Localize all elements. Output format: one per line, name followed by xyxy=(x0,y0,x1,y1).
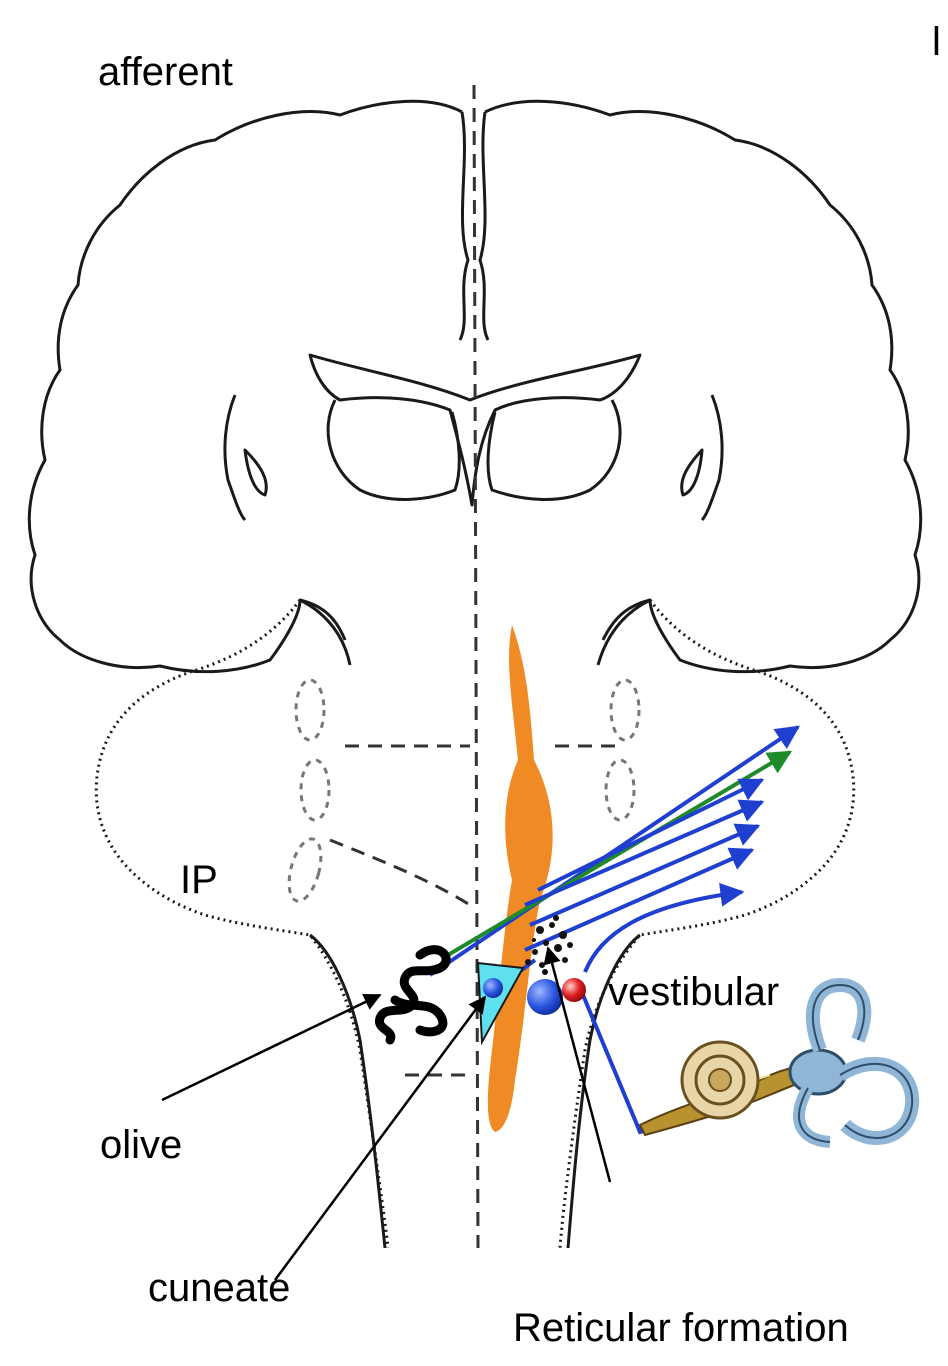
label-vestibular: vestibular xyxy=(608,972,779,1012)
orange-tract xyxy=(488,625,553,1132)
label-ip: IP xyxy=(180,860,218,900)
dashed-guides xyxy=(330,85,620,1248)
label-olive: olive xyxy=(100,1125,182,1165)
label-cuneate: cuneate xyxy=(148,1268,290,1308)
vestibular-nucleus-sphere xyxy=(562,978,586,1002)
cuneate-nucleus-sphere xyxy=(483,978,503,998)
label-corner-fragment: l xyxy=(932,22,941,62)
olive-squiggle-icon xyxy=(379,950,446,1040)
label-reticular-formation: Reticular formation xyxy=(513,1308,849,1348)
label-afferent: afferent xyxy=(98,52,233,92)
